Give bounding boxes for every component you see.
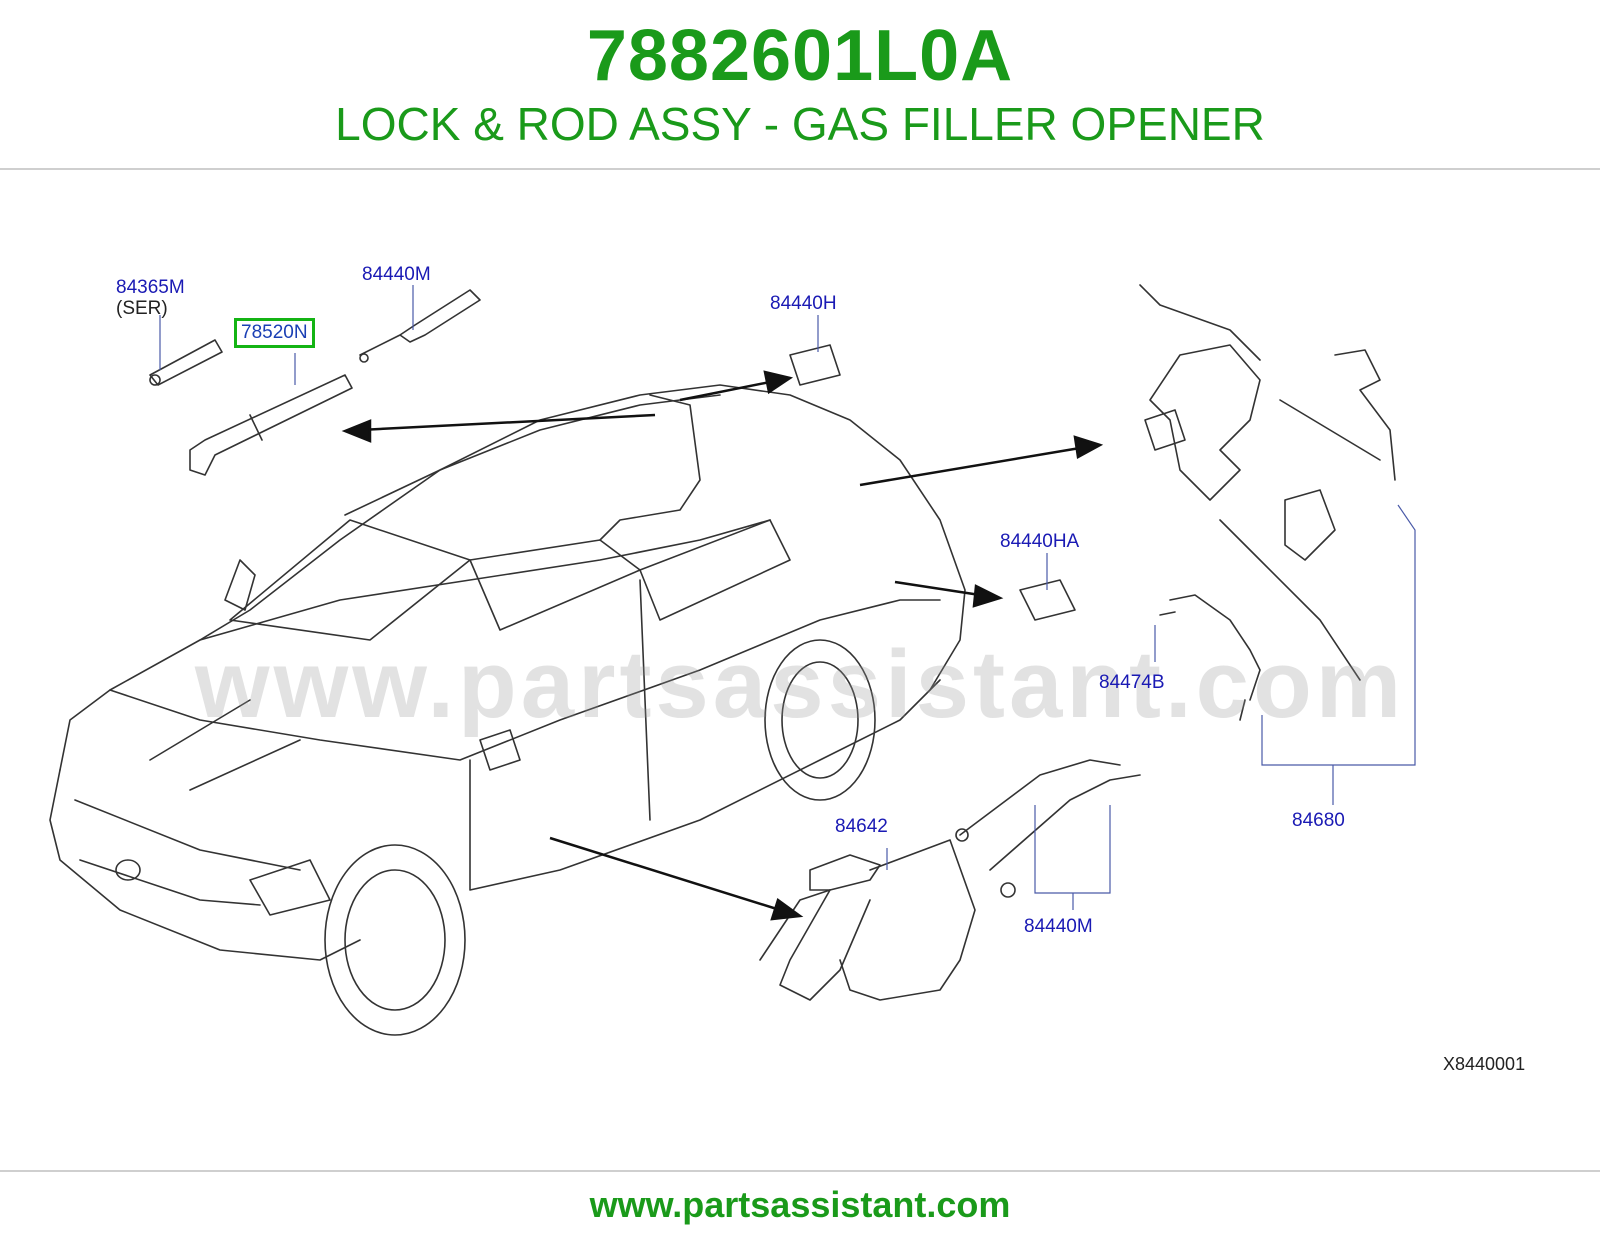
- callout-84440ha[interactable]: 84440HA: [1000, 531, 1080, 552]
- diagram-code: X8440001: [1443, 1054, 1526, 1074]
- footer-url-link[interactable]: www.partsassistant.com: [589, 1184, 1011, 1225]
- part-84642-drawing: [759, 839, 976, 1001]
- callout-84365m-sub: (SER): [116, 298, 168, 319]
- part-84365m-drawing: [149, 339, 223, 386]
- callout-84642[interactable]: 84642: [835, 816, 888, 837]
- page-header: 7882601L0A LOCK & ROD ASSY - GAS FILLER …: [0, 0, 1600, 168]
- watermark: www.partsassistant.com: [194, 631, 1406, 738]
- callout-84440h[interactable]: 84440H: [770, 293, 837, 314]
- part-84440m-bottom-drawing: [955, 759, 1141, 898]
- part-description: LOCK & ROD ASSY - GAS FILLER OPENER: [335, 98, 1265, 150]
- callout-84680[interactable]: 84680: [1292, 810, 1345, 831]
- footer-divider: [0, 1170, 1600, 1172]
- car-illustration: [49, 384, 966, 1036]
- part-78520n-drawing: [189, 374, 353, 476]
- header-divider: [0, 168, 1600, 170]
- callout-78520n-highlighted[interactable]: 78520N: [234, 318, 315, 348]
- part-84680-drawing: [1139, 284, 1396, 721]
- part-84440h-drawing: [789, 344, 841, 386]
- part-number-title: 7882601L0A: [586, 16, 1014, 96]
- callout-84440m-top[interactable]: 84440M: [362, 264, 431, 285]
- callout-84440m-bottom[interactable]: 84440M: [1024, 916, 1093, 937]
- part-84440m-top-drawing: [359, 289, 481, 363]
- callout-84474b[interactable]: 84474B: [1099, 672, 1165, 693]
- callout-84365m[interactable]: 84365M: [116, 277, 185, 298]
